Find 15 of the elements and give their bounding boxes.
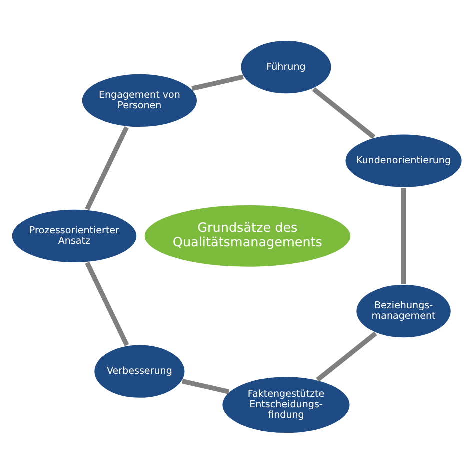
connector (85, 262, 130, 346)
connector (85, 126, 129, 211)
node-ellipse: Verbesserung (93, 344, 186, 400)
node-ellipse: Engagement von Personen (80, 72, 199, 129)
node-ellipse: Führung (240, 39, 333, 96)
node-ellipse: Kundenorientierung (344, 133, 464, 189)
connector (182, 379, 230, 394)
connector (192, 74, 244, 92)
node-ellipse: Beziehungs- management (355, 283, 452, 340)
node-ellipse: Prozessorientierter Ansatz (10, 208, 138, 264)
connector (312, 87, 376, 140)
connector (316, 332, 378, 382)
node-ellipse: Grundsätze des Qualitätsmanagements (143, 204, 352, 268)
node-ellipse: Faktengestützte Entscheidungs- findung (221, 375, 352, 435)
connector (401, 188, 406, 284)
